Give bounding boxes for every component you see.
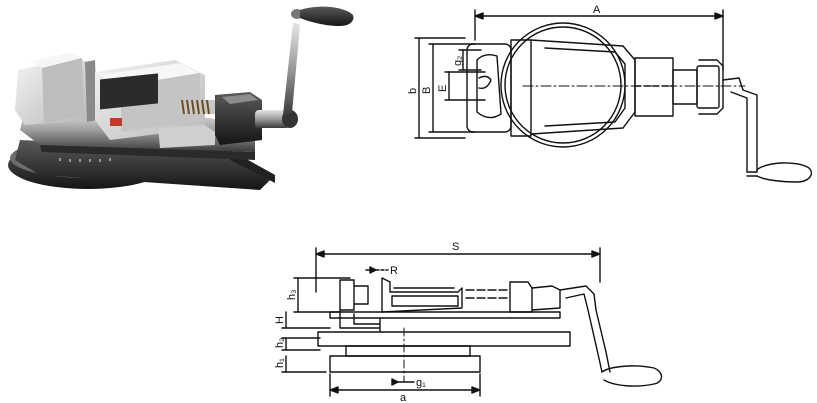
crank-handle-side xyxy=(601,365,663,387)
crank-hub xyxy=(255,110,290,128)
top-view-svg: A b B E g₂ xyxy=(407,4,813,183)
side-view-drawing: S R h₃ H h₂ h₁ g₁ a xyxy=(270,232,690,403)
label-h1: h₁ xyxy=(274,358,286,368)
crank-arm xyxy=(283,22,300,115)
crank-side xyxy=(559,285,611,373)
label-R: R xyxy=(390,265,398,277)
movable-jaw-side xyxy=(381,277,463,313)
side-view-svg: S R h₃ H h₂ h₁ g₁ a xyxy=(274,241,663,403)
vise-photo xyxy=(0,0,370,205)
crank-handle-outline xyxy=(756,162,813,183)
label-S: S xyxy=(452,241,459,253)
label-g1: g₁ xyxy=(416,377,426,389)
label-H: H xyxy=(274,316,286,324)
label-h2: h₂ xyxy=(274,338,286,348)
label-h3: h₃ xyxy=(286,289,298,300)
label-b: b xyxy=(407,88,419,94)
label-g2: g₂ xyxy=(452,56,464,66)
label-E: E xyxy=(437,85,449,92)
crank-handle xyxy=(300,6,354,26)
end-block xyxy=(215,92,262,145)
base-plate-side xyxy=(317,331,571,347)
label-A: A xyxy=(593,4,601,16)
rear-block-side xyxy=(509,281,533,313)
label-B: B xyxy=(421,87,433,94)
swivel-side xyxy=(345,345,471,357)
label-a: a xyxy=(400,392,407,403)
guide-bar xyxy=(329,311,561,319)
top-view-drawing: A b B E g₂ xyxy=(405,0,817,205)
brand-badge xyxy=(110,118,122,126)
fixed-jaw-side xyxy=(339,279,355,311)
crank-outline xyxy=(722,77,758,173)
vise-photo-illustration xyxy=(8,6,354,190)
